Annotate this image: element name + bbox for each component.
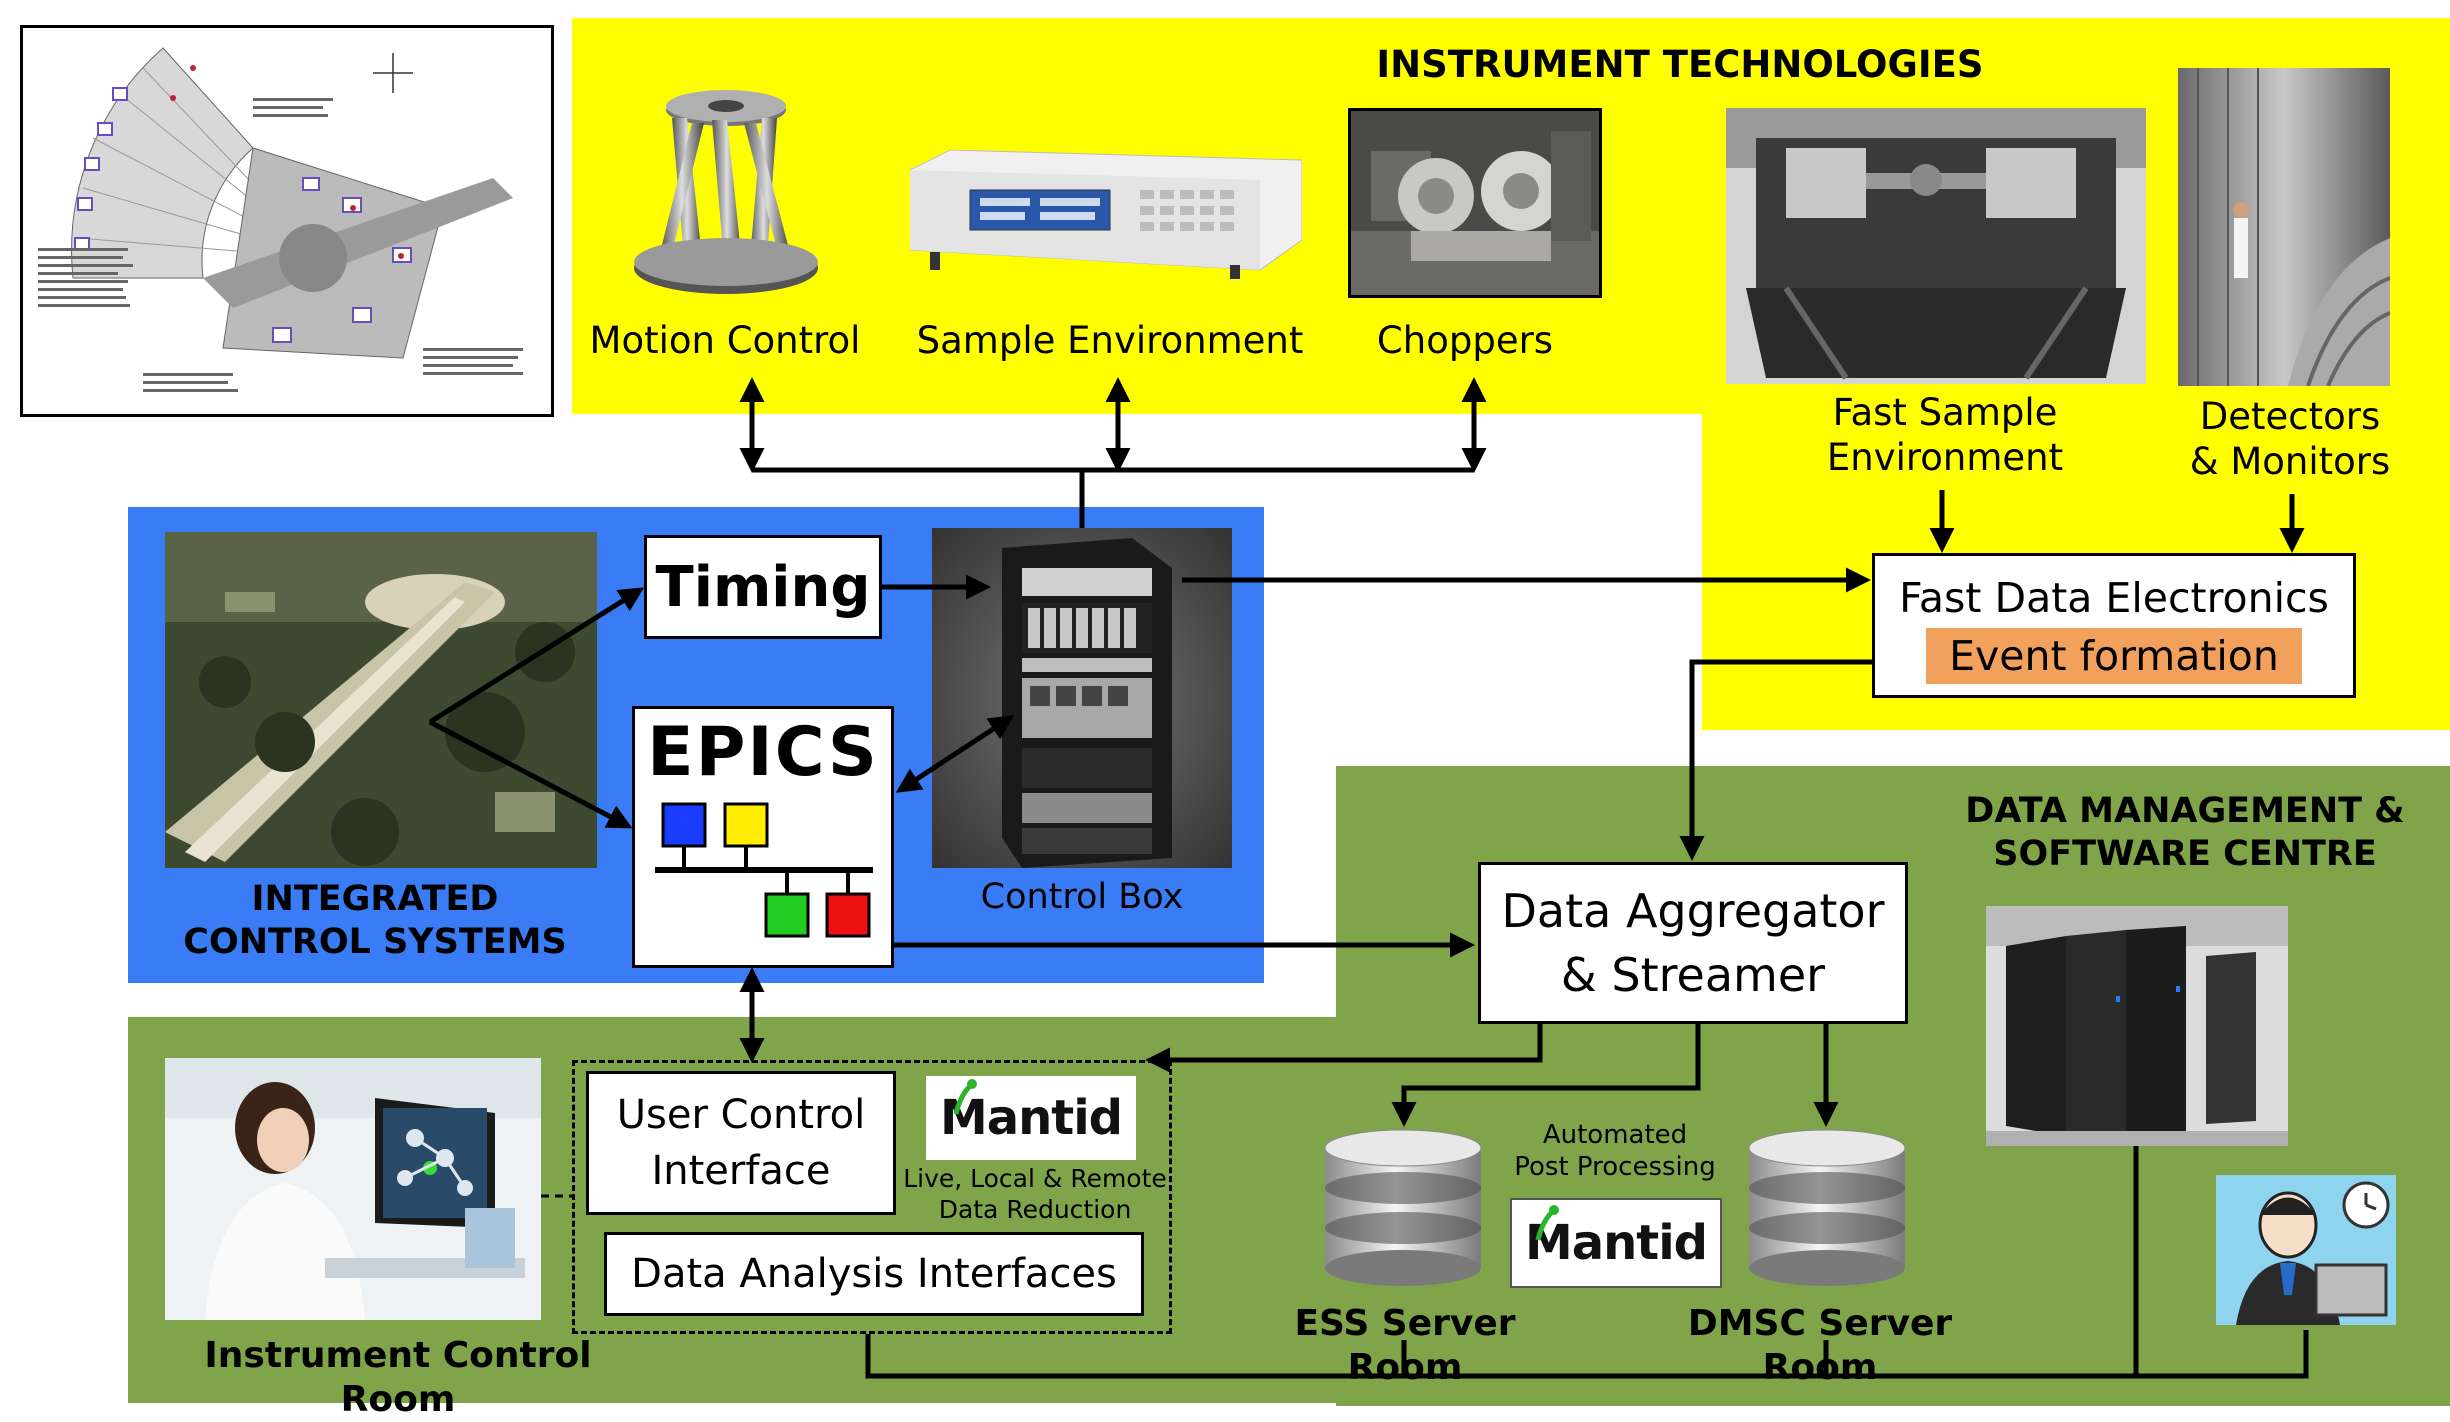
mantid-live-text: Mantid [939,1090,1123,1146]
fast-data-electronics-label: Fast Data Electronics [1899,574,2329,622]
mantid-insect-icon [1535,1205,1559,1241]
mantid-post-processing-text: Mantid [1524,1215,1708,1271]
user-control-line2: Interface [651,1148,831,1194]
integrated-control-line1: INTEGRATED [251,879,499,919]
dmsc-line2: SOFTWARE CENTRE [1993,833,2377,874]
user-control-line1: User Control [616,1092,866,1138]
data-analysis-label: Data Analysis Interfaces [631,1251,1117,1297]
ess-server-database-icon [1324,1129,1482,1286]
detectors-line2: & Monitors [2189,440,2391,484]
data-aggregator-box: Data Aggregator & Streamer [1478,862,1908,1024]
live-local-remote-reduction-label: Live, Local & Remote Data Reduction [900,1164,1170,1225]
aerial-facility-photo [165,532,597,868]
motion-control-photo [632,88,820,302]
epics-label: EPICS [647,713,879,792]
aggregator-line1: Data Aggregator [1501,883,1885,938]
fast-sample-environment-label: Fast Sample Environment [1780,390,2110,480]
fast-sample-line2: Environment [1826,436,2064,480]
instrument-control-room-photo [165,1058,541,1320]
integrated-control-line2: CONTROL SYSTEMS [183,921,567,962]
epics-box: EPICS [632,706,894,968]
epics-network-icon [655,802,873,938]
ess-server-room-label: ESS Server Room [1294,1303,1516,1388]
instrument-technologies-title: INSTRUMENT TECHNOLOGIES [1376,43,1984,86]
detectors-photo [2178,68,2390,386]
sample-environment-photo [910,150,1302,280]
detectors-monitors-label: Detectors & Monitors [2150,394,2430,484]
sample-environment-label: Sample Environment [916,319,1304,362]
data-analysis-interfaces-box: Data Analysis Interfaces [604,1232,1144,1316]
facility-layout-map [20,25,554,417]
instrument-control-room-label: Instrument Control Room [204,1335,592,1420]
fast-sample-environment-photo [1726,108,2146,384]
event-formation-badge: Event formation [1926,628,2302,684]
dmsc-line1: DATA MANAGEMENT & [1965,791,2405,831]
aggregator-line2: & Streamer [1560,948,1826,1002]
control-box-rack [932,528,1232,868]
choppers-photo [1348,108,1602,298]
automated-line1: Automated [1542,1120,1688,1150]
detectors-line1: Detectors [2199,395,2381,438]
fast-data-electronics-box: Fast Data Electronics Event formation [1872,553,2356,698]
data-management-title: DATA MANAGEMENT & SOFTWARE CENTRE [1930,790,2440,875]
motion-control-label: Motion Control [589,319,861,362]
dmsc-server-room-label: DMSC Server Room [1687,1303,1953,1388]
timing-label: Timing [655,554,871,620]
control-box-label: Control Box [980,877,1184,917]
mantid-logo-live-reduction: Mantid [926,1076,1136,1160]
live-reduction-line2: Data Reduction [938,1194,1132,1224]
timing-box: Timing [644,535,882,639]
integrated-control-systems-label: INTEGRATED CONTROL SYSTEMS [165,878,585,963]
automated-line2: Post Processing [1514,1151,1716,1182]
fast-sample-line1: Fast Sample [1832,391,2058,434]
user-control-interface-box: User Control Interface [586,1071,896,1215]
data-centre-photo [1986,906,2288,1146]
automated-post-processing-label: Automated Post Processing [1500,1120,1730,1183]
live-reduction-line1: Live, Local & Remote [903,1164,1167,1193]
choppers-label: Choppers [1376,319,1554,362]
mantid-insect-icon-live [953,1079,977,1115]
mantid-logo-post-processing: Mantid [1510,1198,1722,1288]
dmsc-server-database-icon [1748,1129,1906,1286]
remote-user-icon [2216,1175,2396,1325]
